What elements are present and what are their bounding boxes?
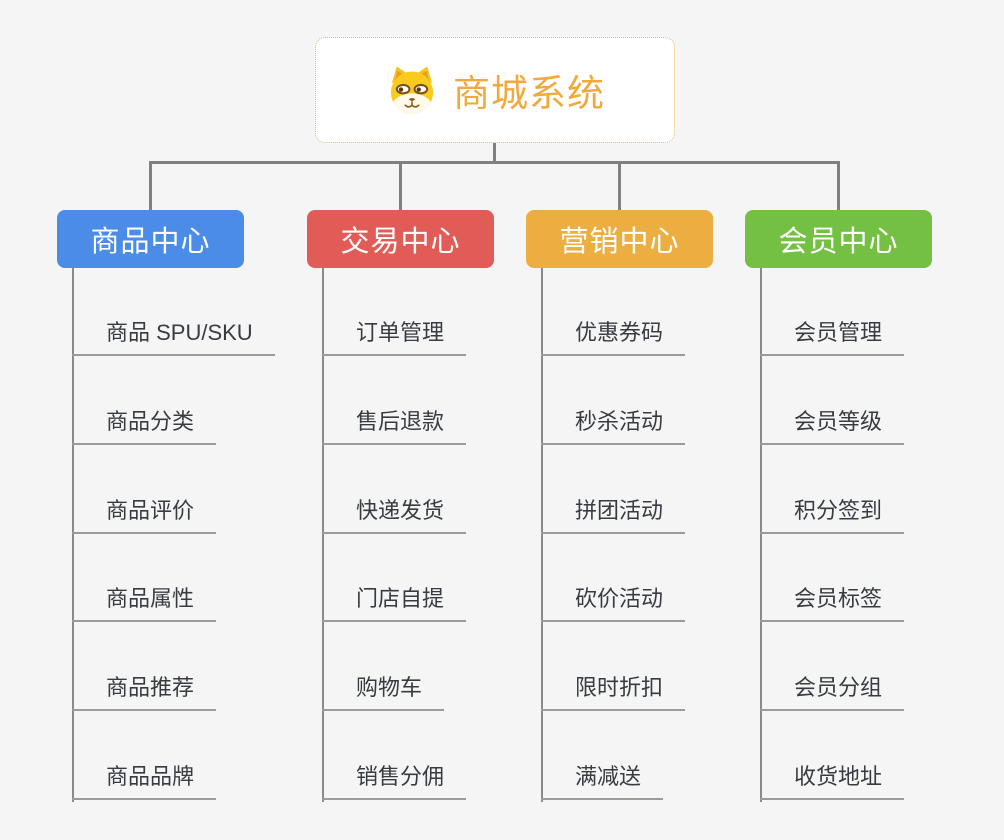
leaf-node[interactable]: 商品 SPU/SKU: [72, 318, 275, 356]
branch-label: 会员中心: [778, 226, 899, 258]
leaf-node[interactable]: 收货地址: [760, 762, 905, 800]
leaf-node[interactable]: 商品属性: [72, 584, 217, 622]
leaf-node[interactable]: 积分签到: [760, 496, 905, 534]
leaf-node[interactable]: 商品品牌: [72, 762, 217, 800]
leaf-node[interactable]: 销售分佣: [322, 762, 467, 800]
trunk-marketing: [541, 268, 543, 802]
leaf-node[interactable]: 会员分组: [760, 673, 905, 711]
root-node-mall-system[interactable]: 商城系统: [315, 37, 675, 143]
branch-label: 营销中心: [559, 226, 680, 258]
leaf-node[interactable]: 快递发货: [322, 496, 467, 534]
leaf-node[interactable]: 门店自提: [322, 584, 467, 622]
leaf-node[interactable]: 秒杀活动: [541, 407, 686, 445]
leaf-node[interactable]: 商品分类: [72, 407, 217, 445]
leaf-node[interactable]: 商品评价: [72, 496, 217, 534]
trunk-trade: [322, 268, 324, 802]
leaf-node[interactable]: 会员等级: [760, 407, 905, 445]
leaf-node[interactable]: 会员标签: [760, 584, 905, 622]
root-title: 商城系统: [453, 73, 605, 114]
leaf-node[interactable]: 商品推荐: [72, 673, 217, 711]
branch-label: 商品中心: [90, 226, 211, 258]
branch-member-center[interactable]: 会员中心: [745, 210, 932, 268]
branch-product-center[interactable]: 商品中心: [57, 210, 244, 268]
connector-drop-product: [149, 161, 152, 210]
leaf-node[interactable]: 砍价活动: [541, 584, 686, 622]
trunk-product: [72, 268, 74, 802]
branch-label: 交易中心: [340, 226, 461, 258]
connector-horizontal-bus: [149, 161, 840, 164]
shiba-dog-icon: [390, 66, 434, 114]
connector-drop-marketing: [618, 161, 621, 210]
leaf-node[interactable]: 优惠券码: [541, 318, 686, 356]
leaf-node[interactable]: 满减送: [541, 762, 664, 800]
connector-drop-trade: [399, 161, 402, 210]
trunk-member: [760, 268, 762, 802]
branch-trade-center[interactable]: 交易中心: [307, 210, 494, 268]
leaf-node[interactable]: 订单管理: [322, 318, 467, 356]
leaf-node[interactable]: 购物车: [322, 673, 445, 711]
leaf-node[interactable]: 会员管理: [760, 318, 905, 356]
connector-drop-member: [837, 161, 840, 210]
connector-root-trunk: [493, 143, 496, 163]
branch-marketing-center[interactable]: 营销中心: [526, 210, 713, 268]
leaf-node[interactable]: 售后退款: [322, 407, 467, 445]
leaf-node[interactable]: 限时折扣: [541, 673, 686, 711]
leaf-node[interactable]: 拼团活动: [541, 496, 686, 534]
